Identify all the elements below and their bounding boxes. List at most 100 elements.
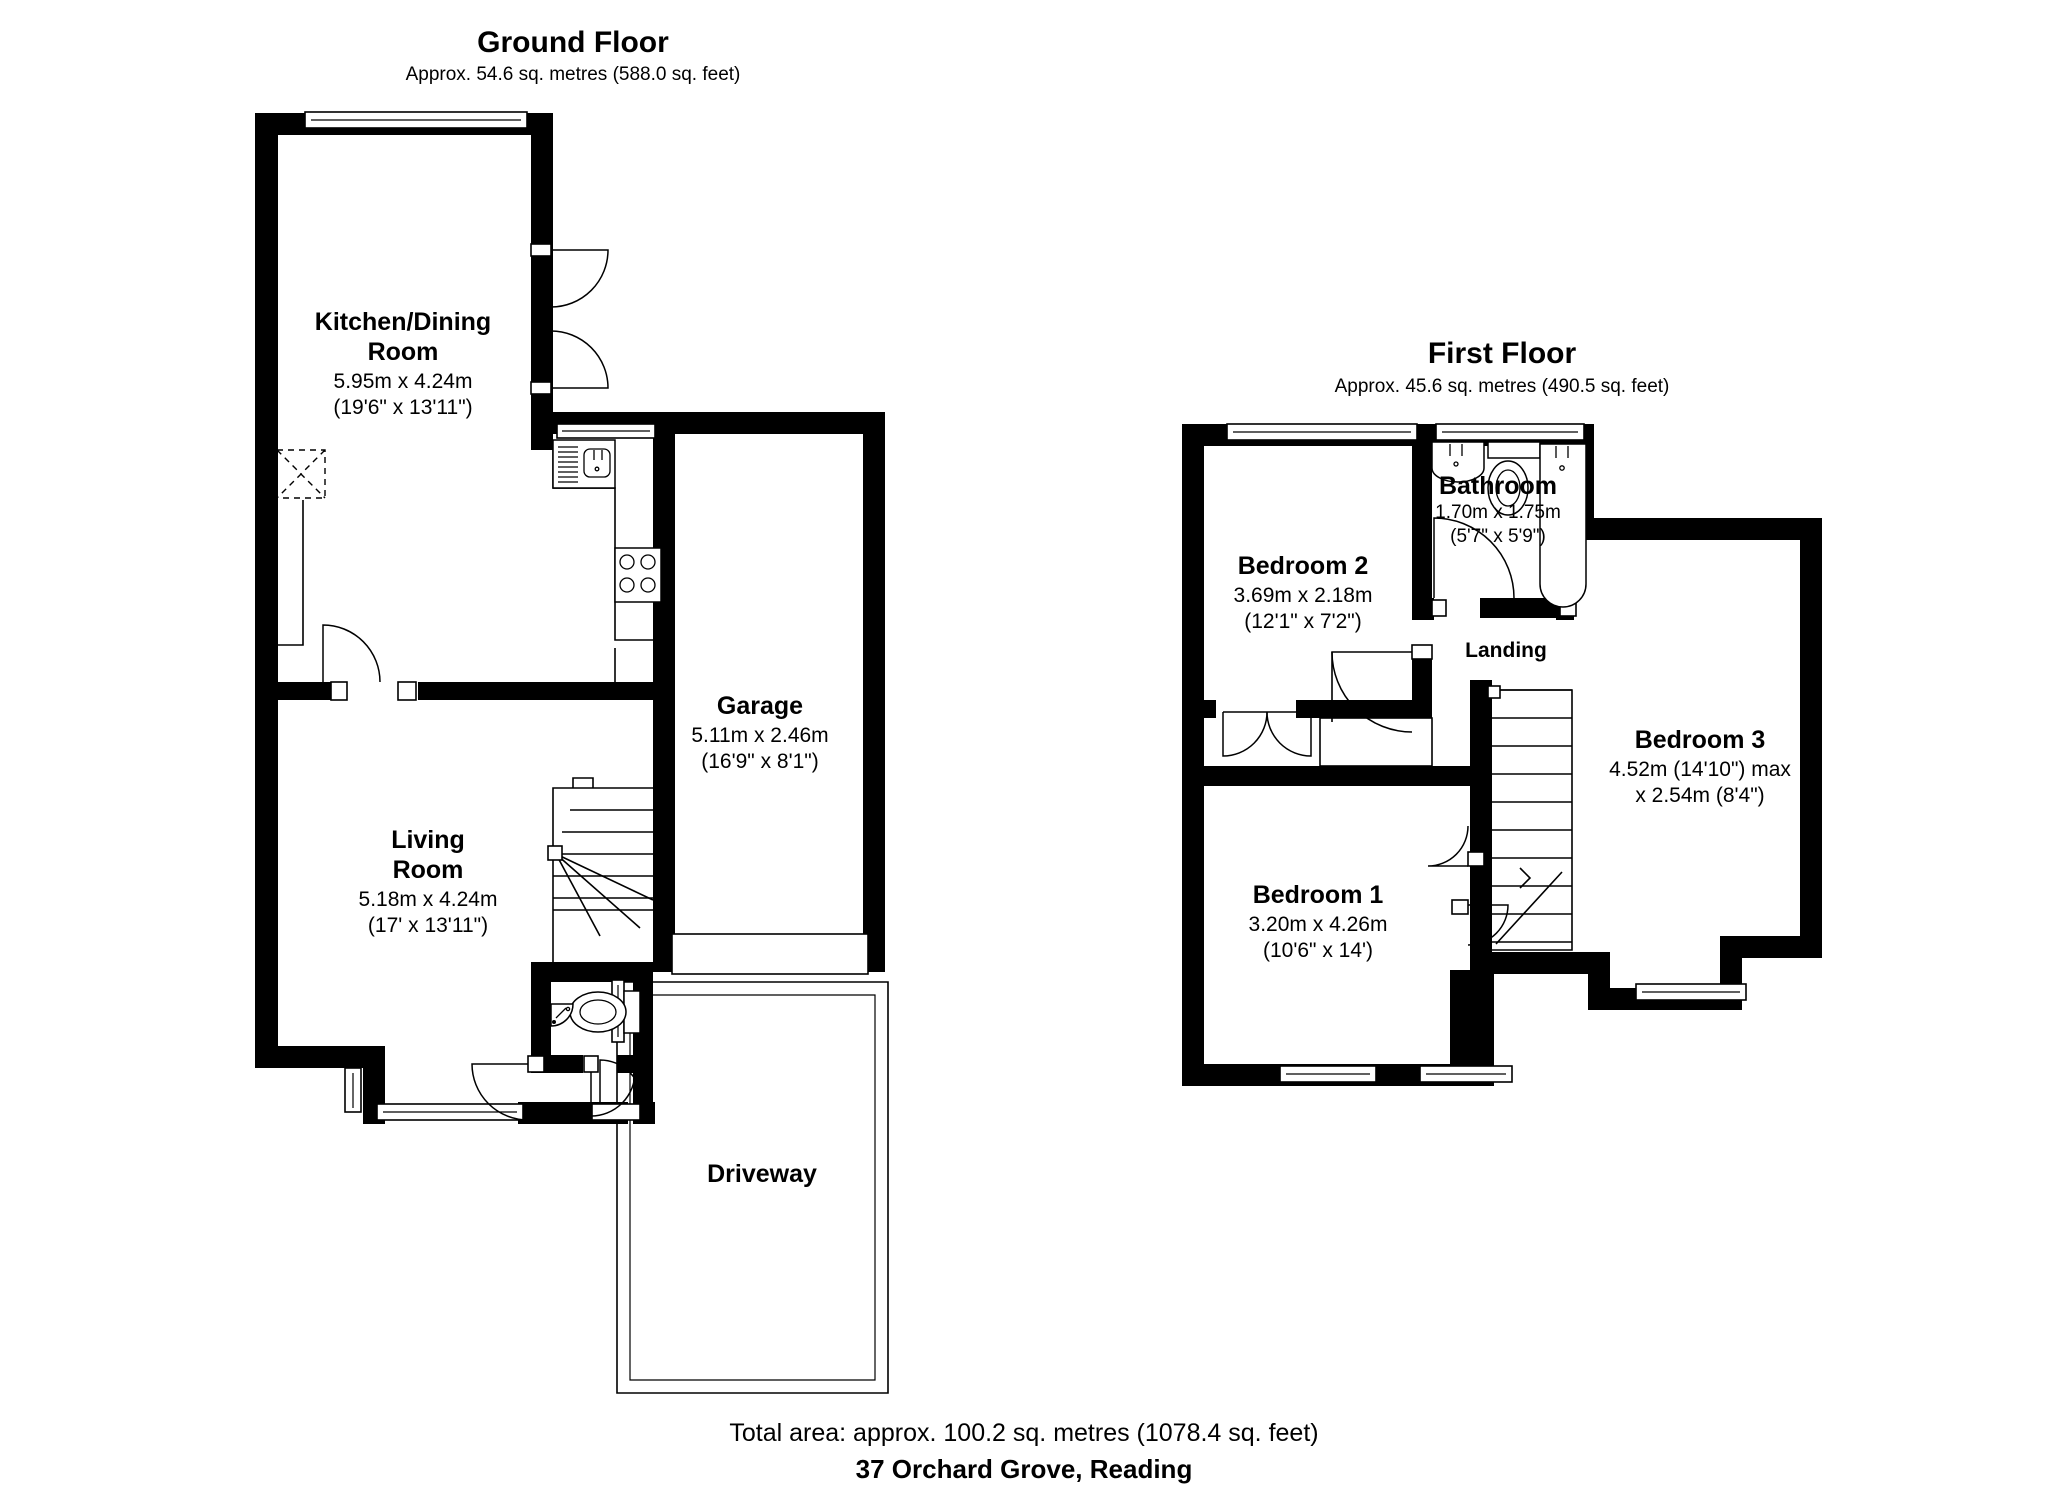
- footer-group: Total area: approx. 100.2 sq. metres (10…: [729, 1419, 1318, 1484]
- first-floor-group: First Floor Approx. 45.6 sq. metres (490…: [1182, 337, 1822, 1086]
- window-bedroom2: [1226, 423, 1418, 441]
- ground-floor-labels: Kitchen/Dining Room 5.95m x 4.24m (19'6"…: [315, 308, 829, 1188]
- property-address: 37 Orchard Grove, Reading: [856, 1454, 1193, 1484]
- door-kitchen-side: [530, 243, 609, 395]
- room-label-living-room: Living Room 5.18m x 4.24m (17' x 13'11"): [359, 826, 498, 937]
- window-bedroom3: [1635, 983, 1747, 1001]
- first-floor-windows: [1226, 423, 1747, 1083]
- wall-bed2-landing-upper: [1412, 424, 1432, 619]
- wall-ff-left: [1182, 424, 1204, 1084]
- wall-kitchen-living-partition-right: [418, 682, 653, 700]
- svg-text:Bedroom 1: Bedroom 1: [1253, 881, 1384, 909]
- door-front-entrance: [591, 1059, 643, 1121]
- cupboard-doors: [1222, 711, 1312, 757]
- wall-garage-top: [653, 412, 863, 434]
- svg-text:Room: Room: [368, 338, 439, 366]
- svg-text:1.70m x 1.75m: 1.70m x 1.75m: [1435, 502, 1561, 523]
- svg-text:(12'1" x 7'2"): (12'1" x 7'2"): [1244, 610, 1361, 633]
- ground-floor-title: Ground Floor: [477, 26, 669, 59]
- svg-text:(17' x 13'11"): (17' x 13'11"): [368, 914, 488, 937]
- wall-living-bottom-left: [255, 1046, 385, 1068]
- svg-text:Garage: Garage: [717, 692, 803, 720]
- door-bedroom1: [1451, 899, 1509, 946]
- wall-kitchen-living-partition-left: [255, 682, 345, 700]
- room-label-bedroom-3: Bedroom 3 4.52m (14'10") max x 2.54m (8'…: [1609, 726, 1791, 807]
- wall-landing-right: [1470, 680, 1492, 970]
- room-label-landing: Landing: [1465, 639, 1547, 662]
- wall-garage-right: [863, 412, 885, 972]
- svg-text:Bathroom: Bathroom: [1439, 472, 1557, 500]
- svg-text:5.11m x 2.46m: 5.11m x 2.46m: [691, 724, 828, 747]
- chimney-hatch-icon: [276, 449, 326, 499]
- ground-floor-subtitle: Approx. 54.6 sq. metres (588.0 sq. feet): [406, 64, 741, 85]
- room-label-garage: Garage 5.11m x 2.46m (16'9" x 8'1"): [691, 692, 828, 773]
- bathroom-fixtures: [1431, 441, 1587, 608]
- wall-bathroom-bottom-left: [1412, 598, 1434, 620]
- ground-floor-fixtures: [276, 439, 662, 1034]
- door-bedroom2: [1331, 644, 1433, 733]
- room-label-driveway: Driveway: [707, 1160, 817, 1188]
- wash-basin-icon: [550, 1003, 574, 1027]
- door-hall-living: [471, 1055, 545, 1121]
- kitchen-stub-wall: [277, 500, 304, 646]
- window-kitchen-side: [556, 423, 656, 439]
- svg-text:Kitchen/Dining: Kitchen/Dining: [315, 308, 491, 336]
- wall-bed3-bottom-right: [1720, 936, 1822, 958]
- bathroom-bath-icon: [1539, 443, 1587, 608]
- wall-bed2-bottom-right: [1320, 700, 1432, 718]
- wall-bed2-bottom-stub: [1182, 700, 1216, 718]
- door-wc: [583, 1055, 636, 1117]
- first-floor-doors: [1222, 517, 1577, 946]
- wall-bed2-landing-lower: [1412, 655, 1432, 705]
- svg-text:Room: Room: [393, 856, 464, 884]
- door-kitchen-living: [322, 624, 417, 701]
- svg-text:5.95m x 4.24m: 5.95m x 4.24m: [334, 370, 473, 393]
- room-label-bedroom-1: Bedroom 1 3.20m x 4.26m (10'6" x 14'): [1249, 881, 1388, 962]
- wall-bed1-top-right: [1432, 766, 1474, 786]
- staircase-first: [1487, 685, 1573, 951]
- svg-text:(16'9" x 8'1"): (16'9" x 8'1"): [701, 750, 818, 773]
- svg-text:Driveway: Driveway: [707, 1160, 817, 1188]
- window-kitchen-rear: [304, 111, 528, 129]
- svg-text:(19'6" x 13'11"): (19'6" x 13'11"): [333, 396, 472, 419]
- wall-wc-left: [531, 962, 551, 1072]
- window-bathroom: [1435, 423, 1585, 441]
- wall-garage-left-partition: [653, 412, 675, 972]
- wall-bed3-right: [1800, 518, 1822, 958]
- svg-text:Bedroom 3: Bedroom 3: [1635, 726, 1766, 754]
- kitchen-sink-icon: [552, 439, 616, 489]
- svg-text:Bedroom 2: Bedroom 2: [1238, 552, 1369, 580]
- svg-text:4.52m (14'10") max: 4.52m (14'10") max: [1609, 758, 1791, 781]
- ground-floor-group: Ground Floor Approx. 54.6 sq. metres (58…: [255, 26, 889, 1394]
- first-floor-title: First Floor: [1428, 337, 1577, 370]
- first-floor-labels: Bedroom 2 3.69m x 2.18m (12'1" x 7'2") B…: [1234, 472, 1792, 962]
- svg-text:Landing: Landing: [1465, 639, 1547, 662]
- svg-text:5.18m x 4.24m: 5.18m x 4.24m: [359, 888, 498, 911]
- wall-bed2-bed1-divider: [1182, 766, 1452, 786]
- driveway-area: [616, 981, 889, 1394]
- svg-text:Living: Living: [391, 826, 465, 854]
- total-area-text: Total area: approx. 100.2 sq. metres (10…: [729, 1419, 1318, 1447]
- wall-bed3-bottom-left: [1470, 952, 1610, 974]
- svg-text:x 2.54m (8'4"): x 2.54m (8'4"): [1635, 784, 1764, 807]
- wall-bed1-bottom-left: [1182, 1064, 1292, 1086]
- airing-cupboard: [1319, 717, 1433, 767]
- window-bedroom1-right: [1419, 1065, 1513, 1083]
- wc-fixtures: [550, 990, 641, 1034]
- room-label-kitchen-dining: Kitchen/Dining Room 5.95m x 4.24m (19'6"…: [315, 308, 491, 419]
- window-living-side: [344, 1067, 362, 1113]
- wall-left-exterior: [255, 113, 278, 1068]
- toilet-icon: [569, 990, 641, 1034]
- wall-kitchen-right-upper: [531, 113, 553, 418]
- svg-text:3.69m x 2.18m: 3.69m x 2.18m: [1234, 584, 1373, 607]
- svg-text:(10'6" x 14'): (10'6" x 14'): [1263, 939, 1373, 962]
- svg-text:(5'7" x 5'9"): (5'7" x 5'9"): [1450, 526, 1546, 547]
- window-bedroom1-left: [1279, 1065, 1377, 1083]
- bathroom-toilet-icon: [1487, 441, 1541, 516]
- svg-text:3.20m x 4.26m: 3.20m x 4.26m: [1249, 913, 1388, 936]
- room-label-bedroom-2: Bedroom 2 3.69m x 2.18m (12'1" x 7'2"): [1234, 552, 1373, 633]
- garage-door: [671, 933, 869, 975]
